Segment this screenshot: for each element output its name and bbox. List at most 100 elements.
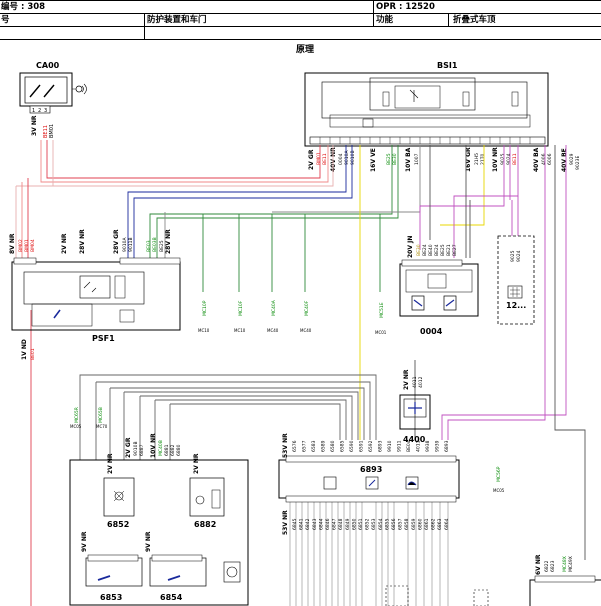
bottom-group-2-code: 6882: [170, 444, 176, 456]
c0004-code: BE30: [416, 244, 422, 256]
bsi1-wire-group: 16V GR: [465, 147, 472, 172]
psf1-wire-code: BM01: [24, 239, 30, 252]
bsi1-pin-code: 1007: [414, 153, 420, 165]
c6893-bottom-code: 6857: [398, 518, 404, 530]
ground-name: MC40: [267, 328, 279, 333]
c6893-top-code: 6585: [340, 440, 346, 452]
c6893-bottom-code: 6850: [351, 518, 357, 530]
ground-name: MC40: [300, 328, 312, 333]
c6893-bottom-code: 6851: [358, 518, 364, 530]
c6893-bottom-code: 6852: [365, 518, 371, 530]
psf1-wire-code: BE25: [159, 240, 165, 252]
ground-name: MC70: [96, 424, 108, 429]
bsi1-pin-code: 9010B: [350, 150, 356, 165]
c6893-top-code: 6591: [359, 440, 365, 452]
c6893-bottom-code: 6849: [345, 518, 351, 530]
ca00-label: CA00: [36, 61, 60, 70]
c4400-component: 4400 2V NR 4011 4012: [399, 369, 431, 444]
c6893-bottom-code: 6841: [299, 518, 305, 530]
diagram-title: 原理: [296, 44, 314, 55]
c6893-top-code: 9910: [387, 440, 393, 452]
c6893-bottom-code: 6853: [371, 518, 377, 530]
bsi1-wire-group: 10V BA: [405, 147, 412, 172]
c6882-wire-group: 2V NR: [193, 453, 200, 474]
c6893-bottom-code: 6856: [391, 518, 397, 530]
ca00-component: CA00 1 2 3 3V NR BE11 BM01: [19, 61, 87, 138]
c6852-wire-group: 2V NR: [107, 453, 114, 474]
bottom-group-1: 2V GR: [125, 437, 132, 458]
c6893-bottom-code: 6854: [378, 518, 384, 530]
bsi1-wire-group: 2V GR: [308, 149, 315, 170]
c4400-code: 4012: [418, 376, 424, 388]
c6820-code: MC49X: [568, 556, 574, 572]
bsi1-label: BSI1: [437, 61, 458, 70]
c6893-top-code: 4011: [416, 440, 422, 452]
c6893-bottom-code: 6845: [292, 518, 298, 530]
bsi1-pin-code: 4006: [541, 153, 547, 165]
c0004-wire-group: 20V JN: [407, 236, 414, 258]
psf1-wire-group: 28V NR: [79, 229, 86, 254]
header-blank-right: [144, 26, 601, 40]
psf1-wire-code: BM04: [30, 239, 36, 252]
psf1-bottom-wire: 1V ND: [21, 339, 28, 360]
lower-left-modules: 6852 2V NR 6882 2V NR 6853 9V NR 6854 9V…: [69, 433, 249, 606]
ground-name: MC05: [493, 488, 505, 493]
c0004-code: BE24: [434, 244, 440, 256]
bsi1-pin-code: 9023E: [575, 156, 581, 170]
c6893-wire-group: 53V NR: [282, 433, 289, 458]
ground-code: MC65R: [74, 407, 80, 423]
c6893-bottom-code: 6864: [444, 518, 450, 530]
bsi1-pin-code: BE30: [392, 153, 398, 165]
ground-code: MC40F: [304, 300, 310, 316]
psf1-label: PSF1: [92, 334, 115, 343]
c0004-code: BE40: [428, 244, 434, 256]
bsi1-wire-group: 40V BE: [561, 148, 568, 172]
ca00-pin: 3: [44, 108, 47, 114]
bsi1-wire-group: 10V NR: [492, 147, 499, 172]
c12-code: 9025: [510, 250, 516, 262]
bsi1-pin-code: BE11: [512, 153, 518, 165]
c6893-bottom-code: 6860: [417, 518, 423, 530]
c0004-code: BE27: [452, 244, 458, 256]
ground-name: MC05: [70, 424, 82, 429]
ground-code: MC10P: [202, 300, 208, 316]
psf1-wire-group: 28V GR: [113, 229, 120, 254]
c12-component: 12... 9025 9024: [497, 235, 535, 325]
c6893-bottom-code: 6848: [338, 518, 344, 530]
bsi1-pin-code: 9029: [569, 153, 575, 165]
psf1-wire-group: 2V NR: [61, 233, 68, 254]
c6893-top-code: 6583: [311, 440, 317, 452]
bsi1-pin-code: 21H5: [474, 153, 480, 165]
ground-name: MC10: [234, 328, 246, 333]
c6893-bottom-code: 6861: [424, 518, 430, 530]
bsi1-pin-code: BE25: [386, 153, 392, 165]
c6853-wire-group: 9V NR: [81, 531, 88, 552]
psf1-wire-code: 9010A: [122, 237, 128, 252]
psf1-wire-code: BE03: [146, 240, 152, 252]
c6820-code: 6823: [550, 560, 556, 572]
c6893-bottom-code: 6859: [411, 518, 417, 530]
c6893-bottom-code: 6844: [318, 518, 324, 530]
c6893-top-code: 9938: [425, 440, 431, 452]
c6893-top-code: 6576: [292, 440, 298, 452]
c6893-top-code: 6592: [368, 440, 374, 452]
c6893-top-code: 9911: [397, 440, 403, 452]
c0004-code: BE21: [446, 244, 452, 256]
ca00-wire-code: BE11: [43, 125, 49, 138]
bsi1-pin-code: BE11: [322, 153, 328, 165]
psf1-wire-code: BE03B: [152, 237, 158, 252]
bottom-group-2-code: MC40B: [158, 440, 164, 456]
c6854-label: 6854: [160, 593, 183, 602]
c6893-top-code: BE04: [406, 440, 412, 452]
c6893-bottom-code: 6843: [312, 518, 318, 530]
bsi1-pin-code: 9025: [500, 153, 506, 165]
ground-symbols: MC10P MC10F MC40A MC40F MC51E MC65R MC65…: [70, 299, 505, 493]
psf1-bottom-code: BE01: [30, 348, 36, 360]
ca00-wire-code: BM01: [49, 124, 55, 138]
c6853-label: 6853: [100, 593, 122, 602]
bottom-group-2-code: 6881: [164, 444, 170, 456]
ground-code: MC40A: [271, 299, 277, 316]
